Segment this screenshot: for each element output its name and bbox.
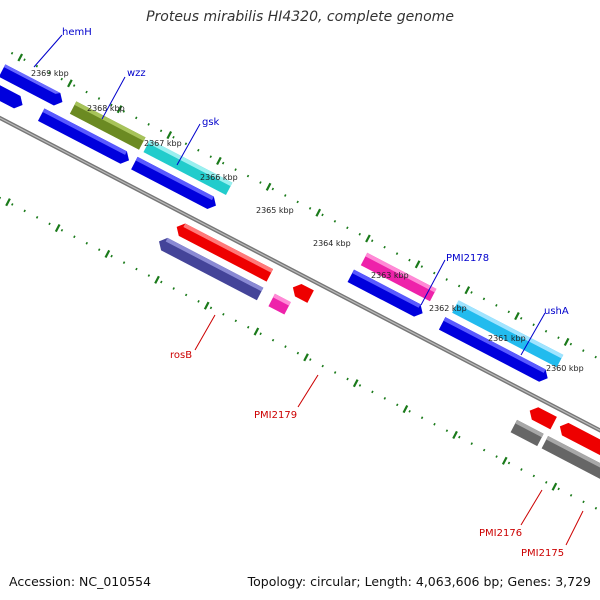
cds-row-plus	[0, 83, 548, 382]
ruler-lower	[0, 170, 600, 515]
ruler-tick	[315, 208, 322, 217]
ruler-tick	[464, 286, 471, 295]
gene-label-ushA[interactable]: ushA	[544, 306, 569, 317]
ruler-tick	[104, 249, 111, 258]
ruler-label: 2369 kbp	[31, 69, 69, 78]
ruler-tick	[501, 456, 508, 465]
ruler-label: 2367 kbp	[144, 139, 182, 148]
ruler-upper	[10, 51, 600, 396]
ruler-tick	[17, 53, 24, 62]
gc-block	[159, 237, 264, 301]
ruler-tick	[5, 198, 11, 207]
ruler-tick	[365, 234, 371, 243]
gene-label-PMI2176[interactable]: PMI2176	[479, 528, 522, 539]
ruler-major-ticks	[5, 53, 570, 491]
ruler-tick	[154, 275, 160, 284]
ruler-tick	[551, 482, 558, 491]
ruler-tick	[203, 301, 210, 310]
gene-gsk[interactable]	[143, 139, 233, 196]
plus-strand-features	[0, 64, 564, 382]
gene-PMI2175[interactable]	[541, 417, 600, 489]
ruler-label: 2364 kbp	[313, 239, 351, 248]
gene-PMI2178[interactable]	[360, 252, 437, 302]
gene-label-PMI2178[interactable]: PMI2178	[446, 253, 489, 264]
map-title: Proteus mirabilis HI4320, complete genom…	[146, 9, 454, 25]
ruler-label: 2365 kbp	[256, 206, 294, 215]
gene-hemH[interactable]	[0, 64, 66, 108]
ruler-tick	[116, 105, 123, 114]
ruler-label: 2368 kbp	[87, 104, 125, 113]
accession-text: Accession: NC_010554	[9, 574, 152, 589]
ruler-labels: 2369 kbp 2368 kbp 2367 kbp 2366 kbp 2365…	[31, 69, 584, 373]
gene-rosB[interactable]	[173, 221, 274, 282]
gene-PMI2179[interactable]	[268, 275, 314, 321]
ruler-tick	[303, 353, 309, 362]
gene-PMI2176[interactable]	[510, 401, 557, 448]
ruler-label: 2362 kbp	[429, 304, 467, 313]
ruler-tick	[265, 182, 272, 191]
ruler-label: 2361 kbp	[488, 334, 526, 343]
genome-backbone	[0, 106, 600, 453]
ruler-label: 2360 kbp	[546, 364, 584, 373]
ruler-tick	[253, 327, 260, 336]
genome-summary-text: Topology: circular; Length: 4,063,606 bp…	[247, 574, 591, 589]
ruler-tick	[166, 131, 173, 140]
gene-label-gsk[interactable]: gsk	[202, 117, 220, 128]
gene-label-rosB[interactable]: rosB	[170, 350, 192, 361]
ruler-tick	[563, 337, 570, 346]
gene-label-PMI2175[interactable]: PMI2175	[521, 548, 564, 559]
ruler-tick	[216, 156, 222, 165]
ruler-tick	[402, 405, 409, 414]
label-leaders	[33, 34, 584, 546]
ruler-tick	[414, 260, 421, 269]
gene-labels: hemH wzz gsk PMI2178 ushA rosB PMI2179 P…	[62, 27, 569, 559]
gene-label-hemH[interactable]: hemH	[62, 27, 92, 38]
gene-ushA[interactable]	[452, 300, 564, 368]
ruler-tick	[67, 79, 73, 88]
ruler-tick	[452, 430, 458, 439]
ruler-tick	[54, 224, 61, 233]
ruler-label: 2363 kbp	[371, 271, 409, 280]
minus-strand-features	[159, 221, 600, 489]
ruler-tick	[514, 312, 520, 321]
ruler-tick	[352, 379, 359, 388]
ruler-label: 2366 kbp	[200, 173, 238, 182]
gene-wzz[interactable]	[69, 101, 146, 150]
gene-label-PMI2179[interactable]: PMI2179	[254, 410, 297, 421]
gene-label-wzz[interactable]: wzz	[127, 68, 146, 79]
